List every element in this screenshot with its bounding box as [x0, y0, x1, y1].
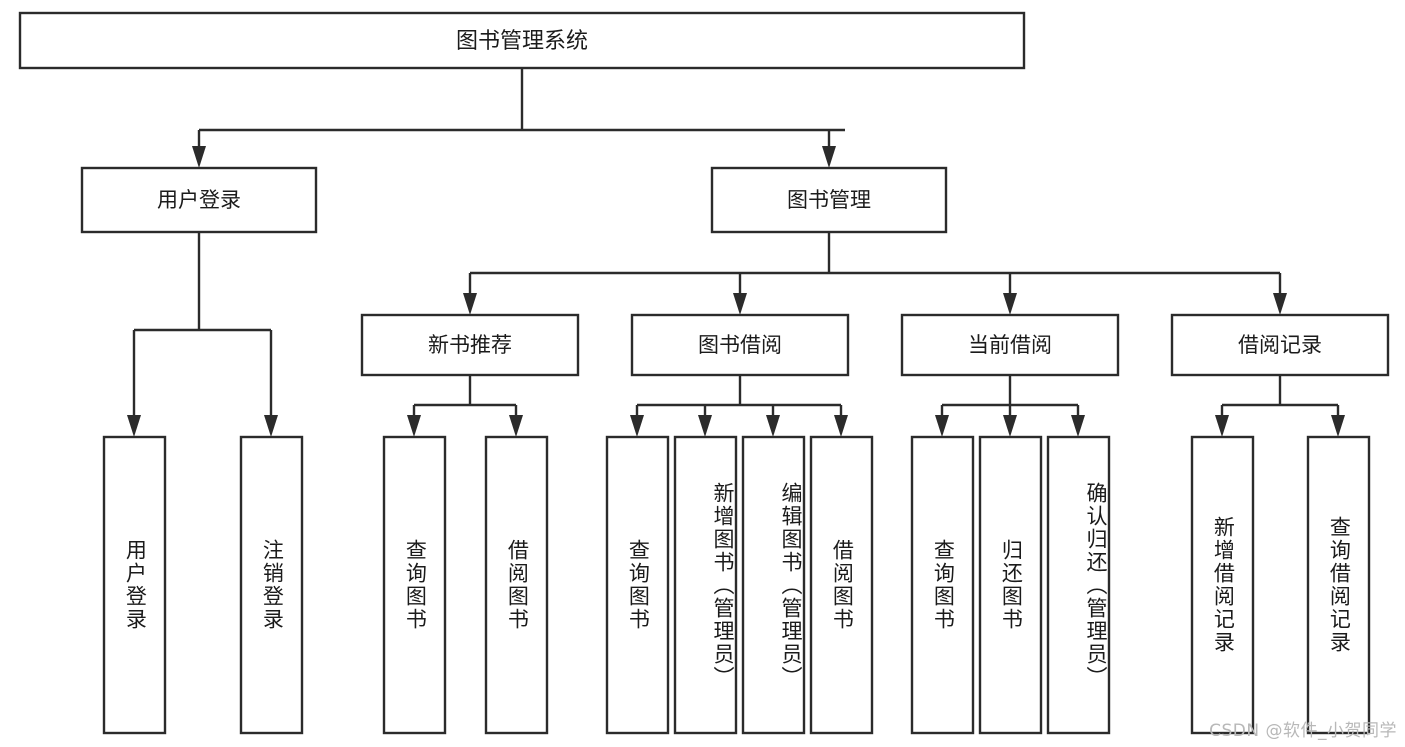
leaf-box-add-borrow-record[interactable]: [1190, 435, 1255, 735]
node-root-label: 图书管理系统: [456, 29, 588, 54]
leaf-box-borrow-book-rec[interactable]: [484, 435, 549, 735]
connector-borrow-record-to-leaves: [1215, 375, 1345, 437]
leaf-box-borrow-book[interactable]: [809, 435, 874, 735]
leaf-box-edit-book-admin[interactable]: [741, 435, 806, 735]
leaf-box-query-book-rec[interactable]: [382, 435, 447, 735]
leaf-box-logout[interactable]: [239, 435, 304, 735]
node-book-borrow[interactable]: 图书借阅: [630, 313, 850, 377]
leaf-box-query-book-current[interactable]: [910, 435, 975, 735]
connector-user-login-to-leaves: [127, 232, 278, 437]
node-borrow-record[interactable]: 借阅记录: [1170, 313, 1390, 377]
leaf-box-add-book-admin[interactable]: [673, 435, 738, 735]
node-book-borrow-label: 图书借阅: [698, 333, 782, 357]
connector-new-book-recommend-to-leaves: [407, 375, 523, 437]
csdn-watermark: CSDN @软件_小贺同学: [1209, 721, 1397, 741]
node-borrow-record-label: 借阅记录: [1238, 333, 1322, 357]
leaf-box-return-book[interactable]: [978, 435, 1043, 735]
connector-book-management-to-level3: [463, 232, 1287, 315]
connector-book-borrow-to-leaves: [630, 375, 848, 437]
node-book-management[interactable]: 图书管理: [710, 166, 948, 234]
node-current-borrow[interactable]: 当前借阅: [900, 313, 1120, 377]
node-user-login-label: 用户登录: [157, 188, 241, 212]
connector-root-to-level2: [192, 68, 845, 168]
leaf-box-query-book-borrow[interactable]: [605, 435, 670, 735]
node-book-management-label: 图书管理: [787, 188, 871, 212]
node-new-book-recommend-label: 新书推荐: [428, 333, 512, 357]
node-root[interactable]: 图书管理系统: [18, 11, 1026, 70]
node-user-login[interactable]: 用户登录: [80, 166, 318, 234]
leaf-box-confirm-return-admin[interactable]: [1046, 435, 1111, 735]
node-current-borrow-label: 当前借阅: [968, 333, 1052, 357]
connector-current-borrow-to-leaves: [935, 375, 1085, 437]
leaf-box-user-login[interactable]: [102, 435, 167, 735]
leaf-box-query-borrow-record[interactable]: [1306, 435, 1371, 735]
node-new-book-recommend[interactable]: 新书推荐: [360, 313, 580, 377]
